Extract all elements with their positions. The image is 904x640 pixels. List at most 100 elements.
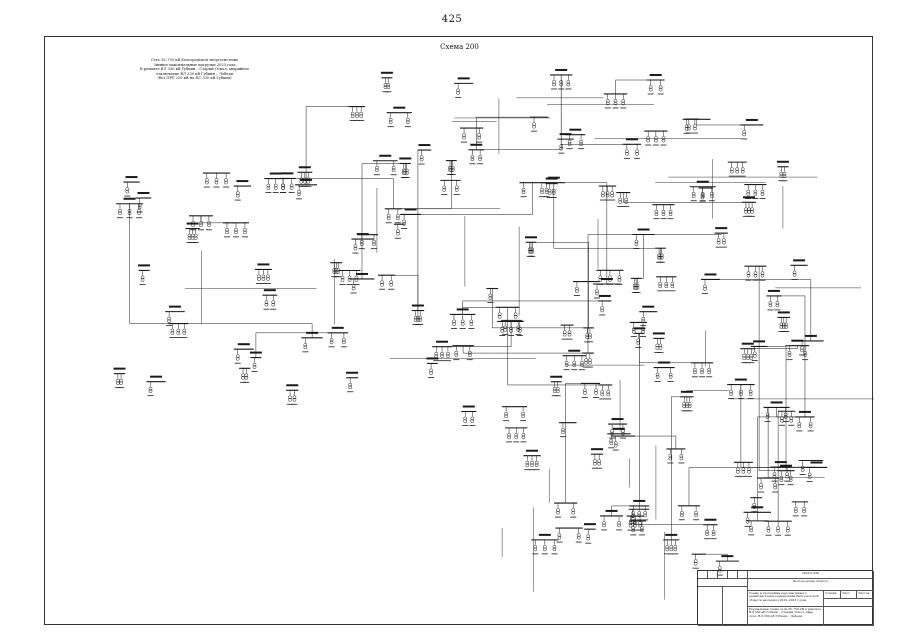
transformer-winding <box>785 526 790 531</box>
transformer-winding <box>748 389 753 394</box>
transformer-winding <box>567 330 572 334</box>
transformer-winding <box>534 463 539 468</box>
transformer-winding <box>752 502 757 507</box>
transmission-line <box>696 119 752 126</box>
transmission-line <box>623 192 750 203</box>
transformer-winding <box>739 392 743 396</box>
station-label <box>462 405 475 408</box>
transformer-winding <box>440 351 444 356</box>
transformer-winding <box>542 547 547 552</box>
transformer-winding <box>735 169 740 174</box>
transformer-winding <box>507 433 511 437</box>
transformer-winding <box>544 187 549 192</box>
transformer-winding <box>687 401 692 406</box>
transformer-winding <box>182 331 187 335</box>
transformer-winding <box>613 101 618 106</box>
transformer-winding <box>391 165 396 170</box>
transformer-winding <box>605 193 610 198</box>
transformer-winding <box>469 319 474 324</box>
transformer-winding <box>654 209 659 214</box>
transformer-winding <box>765 412 770 417</box>
transformer-winding <box>693 126 697 131</box>
transformer-winding <box>782 174 787 179</box>
transmission-line <box>476 116 540 150</box>
transformer-winding <box>336 270 341 275</box>
transformer-winding <box>375 168 379 173</box>
transformer-winding <box>793 507 798 511</box>
transformer-winding <box>355 111 359 116</box>
transformer-winding <box>234 230 238 235</box>
transformer-winding <box>488 293 493 298</box>
transmission-line <box>462 307 508 315</box>
transformer-winding <box>514 433 519 437</box>
transformer-winding <box>752 351 757 356</box>
transformer-winding <box>780 416 784 421</box>
transformer-winding <box>654 138 658 143</box>
station-label <box>637 228 650 231</box>
transformer-winding <box>359 114 364 118</box>
transformer-winding <box>552 545 557 549</box>
station-label <box>286 384 299 387</box>
transformer-winding <box>729 169 734 174</box>
transformer-winding <box>609 438 614 443</box>
transformer-winding <box>686 126 691 131</box>
transformer-winding <box>705 532 710 537</box>
station-label <box>780 464 793 467</box>
station-label <box>633 499 646 502</box>
transformer-winding <box>454 350 459 355</box>
transformer-winding <box>617 278 622 282</box>
transmission-line <box>587 234 644 354</box>
transformer-winding <box>759 483 763 487</box>
transformer-winding <box>776 528 780 533</box>
transformer-winding <box>507 435 511 440</box>
transformer-winding <box>682 404 687 409</box>
station-label <box>658 361 671 364</box>
transformer-winding <box>460 322 465 326</box>
station-label <box>734 378 747 381</box>
transmission-line <box>747 345 798 349</box>
transformer-winding <box>635 283 640 288</box>
transformer-winding <box>530 460 534 465</box>
transformer-winding <box>450 168 455 172</box>
transformer-winding <box>454 188 459 192</box>
tb-cell <box>728 571 738 579</box>
transformer-winding <box>336 267 341 272</box>
transformer-winding <box>747 469 751 474</box>
transformer-winding <box>478 157 482 162</box>
transformer-winding <box>383 85 388 90</box>
transformer-winding <box>634 242 639 246</box>
transmission-line <box>393 160 452 210</box>
transformer-winding <box>551 188 556 193</box>
transformer-winding <box>729 167 734 171</box>
transformer-winding <box>613 99 618 103</box>
transformer-winding <box>752 505 757 510</box>
station-label <box>605 509 618 512</box>
transformer-winding <box>334 270 339 275</box>
transmission-line <box>643 233 722 235</box>
tb-empty <box>824 599 874 607</box>
transformer-winding <box>687 404 692 409</box>
transformer-winding <box>716 240 721 245</box>
transmission-line <box>758 346 787 471</box>
transformer-winding <box>700 194 705 199</box>
transmission-line <box>671 396 687 540</box>
transformer-winding <box>686 124 691 128</box>
transformer-winding <box>782 171 787 176</box>
transmission-line <box>417 149 425 311</box>
transformer-winding <box>643 513 648 518</box>
transformer-winding <box>784 322 789 327</box>
transformer-winding <box>808 424 813 429</box>
transformer-winding <box>497 314 502 319</box>
transformer-winding <box>609 441 614 446</box>
transformer-winding <box>470 419 475 423</box>
transformer-winding <box>621 99 626 103</box>
transformer-winding <box>561 427 565 432</box>
transformer-winding <box>583 391 587 395</box>
transformer-winding <box>348 382 353 387</box>
transformer-winding <box>746 189 751 194</box>
transformer-winding <box>503 328 508 332</box>
station-label <box>123 197 136 200</box>
station-label <box>625 138 638 141</box>
transformer-winding <box>783 412 788 417</box>
transformer-winding <box>271 302 276 307</box>
